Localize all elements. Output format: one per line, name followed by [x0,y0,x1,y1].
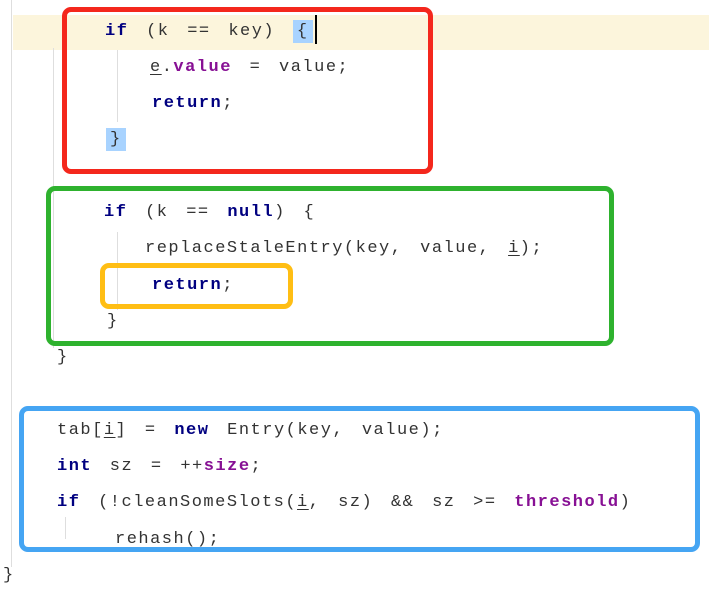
code-token: Entry(key, value); [209,421,444,440]
code-token: (k == [127,203,228,222]
field-token: value [173,58,232,77]
variable-token: i [508,239,520,258]
code-line[interactable]: replaceStaleEntry(key, value, i); [145,231,543,267]
indent-guide [117,232,118,310]
code-line[interactable]: if (k == null) { [104,195,315,231]
keyword-token: if [105,22,129,41]
keyword-token: return [152,276,223,295]
variable-token: i [103,421,116,440]
code-line[interactable]: if (!cleanSomeSlots(i, sz) && sz >= thre… [57,485,631,521]
code-line[interactable]: } [107,304,119,340]
code-token: (!cleanSomeSlots( [80,493,298,512]
variable-token: e [150,58,162,77]
code-token: sz = ++ [92,457,204,476]
code-token: , sz) && sz >= [308,493,515,512]
code-line[interactable]: rehash(); [115,522,220,558]
code-token: rehash(); [115,530,221,549]
variable-token: i [297,493,309,512]
text-caret [314,14,318,44]
code-token: ] = [115,421,175,440]
code-token: ; [222,94,234,113]
code-line[interactable]: if (k == key) { [105,14,318,50]
code-token: . [161,58,174,77]
field-token: threshold [514,493,620,512]
code-token: } [57,348,69,367]
code-token: tab[ [57,421,104,440]
matched-brace-token: } [106,128,126,151]
code-line[interactable]: tab[i] = new Entry(key, value); [57,413,444,449]
code-line[interactable]: int sz = ++size; [57,449,262,485]
code-token: replaceStaleEntry(key, value, [145,239,509,258]
matched-brace-token: { [292,20,313,43]
code-token: } [3,566,15,585]
indent-guide [53,48,54,348]
keyword-token: if [104,203,128,222]
code-token: ) [619,493,632,512]
code-line[interactable]: } [106,122,126,158]
keyword-token: new [174,421,210,440]
code-line[interactable]: e.value = value; [150,50,349,86]
code-token: ; [250,457,263,476]
code-line[interactable]: } [3,558,15,593]
code-token: ; [222,276,234,295]
indent-guide [65,517,66,539]
code-token: ) { [274,203,316,222]
indent-guide [117,50,118,122]
current-line-highlight [13,15,709,50]
keyword-token: null [227,203,275,222]
field-token: size [203,457,251,476]
code-line[interactable]: return; [152,268,234,304]
indent-guide [11,0,12,567]
code-line[interactable]: return; [152,86,234,122]
code-token: ); [519,239,544,258]
keyword-token: return [152,94,223,113]
keyword-token: if [57,493,81,512]
code-token: (k == key) [128,22,293,41]
code-line[interactable]: } [57,340,69,376]
code-token: = value; [231,58,350,77]
keyword-token: int [57,457,93,476]
code-token: } [107,312,119,331]
